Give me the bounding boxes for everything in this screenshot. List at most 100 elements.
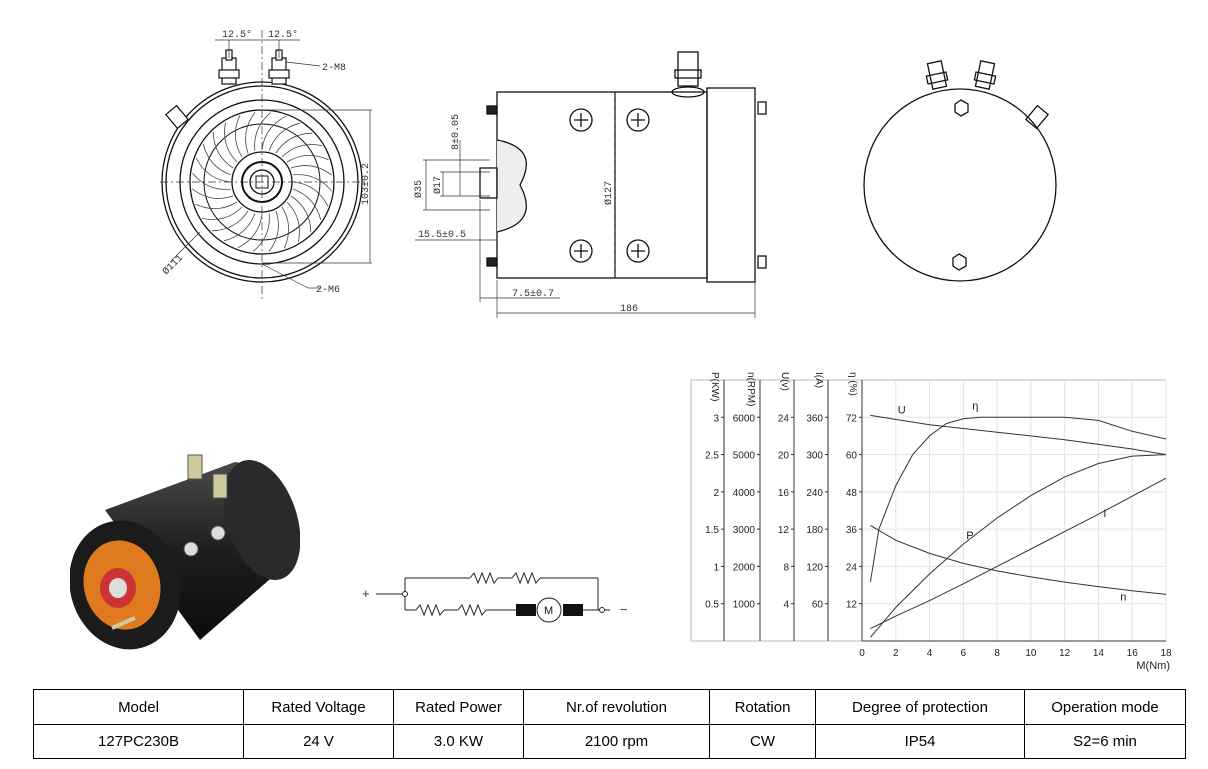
series-label-n: n <box>1120 592 1126 604</box>
angle-right-label: 12.5° <box>268 29 298 41</box>
fan-blade <box>202 206 243 220</box>
header-operation-mode: Operation mode <box>1024 689 1186 725</box>
y-tick-label: 36 <box>846 525 858 536</box>
y-tick-label: 20 <box>778 451 790 462</box>
y-tick-label: 48 <box>846 488 858 499</box>
fan-blade <box>235 115 243 158</box>
fan-blade <box>195 201 238 209</box>
y-tick-label: 3 <box>713 413 719 424</box>
y-tick-label: 120 <box>806 562 823 573</box>
series-line-I <box>870 477 1167 630</box>
y-axis-label: U(v) <box>779 372 790 391</box>
y-axis-label: n(RPM) <box>745 372 756 406</box>
x-tick-label: 14 <box>1093 648 1105 659</box>
dim-15-5-label: 15.5±0.5 <box>418 230 466 241</box>
y-tick-label: 6000 <box>733 413 756 424</box>
y-tick-label: 72 <box>846 413 858 424</box>
y-tick-label: 300 <box>806 451 823 462</box>
y-tick-label: 2 <box>713 488 719 499</box>
fan-blade <box>223 213 256 242</box>
x-axis-label: M(Nm) <box>1136 660 1170 672</box>
cell-model: 127PC230B <box>33 724 244 759</box>
rear-view-drawing <box>863 60 1057 282</box>
fan-blade <box>192 188 234 199</box>
fan-blade <box>290 195 312 233</box>
x-tick-label: 2 <box>893 648 899 659</box>
x-tick-label: 0 <box>859 648 865 659</box>
header-rotation: Rotation <box>709 689 816 725</box>
table-row: 127PC230B 24 V 3.0 KW 2100 rpm CW IP54 S… <box>33 724 1186 759</box>
cell-rated-voltage: 24 V <box>243 724 394 759</box>
y-tick-label: 1000 <box>733 600 756 611</box>
terminal-thread-label: 2-M8 <box>322 63 346 74</box>
y-tick-label: 60 <box>846 451 858 462</box>
cell-rated-power: 3.0 KW <box>393 724 524 759</box>
x-tick-label: 10 <box>1025 648 1037 659</box>
series-line-P <box>870 454 1167 638</box>
side-view-drawing: 8±0.05 Ø35 Ø17 15.5±0.5 Ø127 7.5±0.7 186 <box>413 51 767 318</box>
fan-blade <box>261 115 287 151</box>
fan-blade <box>286 201 300 242</box>
x-tick-label: 18 <box>1160 648 1172 659</box>
fan-blade <box>281 144 322 158</box>
fan-blade <box>237 213 263 249</box>
fan-blade <box>245 112 256 154</box>
series-line-n <box>870 524 1167 595</box>
mount-thread-label: 2-M6 <box>316 285 340 296</box>
fan-blade <box>252 213 270 252</box>
cell-operation-mode: S2=6 min <box>1024 724 1186 759</box>
y-axis-label: P(KW) <box>709 372 720 401</box>
series-label-U: U <box>898 404 906 416</box>
fan-blade <box>192 172 231 190</box>
y-tick-label: 240 <box>806 488 823 499</box>
x-tick-label: 4 <box>927 648 933 659</box>
series-line-η <box>869 416 1167 583</box>
y-tick-label: 5000 <box>733 451 756 462</box>
schematic-minus: − <box>620 602 628 617</box>
cell-protection: IP54 <box>815 724 1025 759</box>
header-rated-power: Rated Power <box>393 689 524 725</box>
dia-35-label: Ø35 <box>413 180 425 198</box>
motor-photo <box>70 454 300 650</box>
y-tick-label: 12 <box>846 600 858 611</box>
header-revolution: Nr.of revolution <box>523 689 710 725</box>
header-protection: Degree of protection <box>815 689 1025 725</box>
wiring-schematic: + − M <box>362 571 628 623</box>
y-axis-label: η (%) <box>847 372 858 396</box>
header-model: Model <box>33 689 244 725</box>
chart-frame <box>690 379 1167 642</box>
series-label-I: I <box>1103 508 1106 520</box>
y-tick-label: 16 <box>778 488 790 499</box>
y-tick-label: 0.5 <box>705 600 719 611</box>
y-tick-label: 8 <box>783 562 789 573</box>
schematic-motor-label: M <box>544 605 553 617</box>
x-tick-label: 6 <box>961 648 967 659</box>
fan-blade <box>293 181 329 207</box>
fan-blade <box>195 157 231 183</box>
y-tick-label: 180 <box>806 525 823 536</box>
fan-blade <box>224 122 238 163</box>
y-tick-label: 2000 <box>733 562 756 573</box>
fan-blade <box>212 131 234 169</box>
series-label-P: P <box>966 530 973 542</box>
x-tick-label: 12 <box>1059 648 1071 659</box>
fan-blade <box>268 122 301 151</box>
y-tick-label: 60 <box>812 600 824 611</box>
cell-rotation: CW <box>709 724 816 759</box>
y-tick-label: 1 <box>713 562 719 573</box>
cell-revolution: 2100 rpm <box>523 724 710 759</box>
y-tick-label: 360 <box>806 413 823 424</box>
fan-blade <box>293 174 332 192</box>
fan-blade <box>211 210 249 232</box>
y-tick-label: 1.5 <box>705 525 719 536</box>
series-line-U <box>870 414 1167 456</box>
fan-blade <box>290 165 332 176</box>
y-tick-label: 3000 <box>733 525 756 536</box>
dia-17-label: Ø17 <box>432 176 444 194</box>
table-header-row: Model Rated Voltage Rated Power Nr.of re… <box>33 689 1186 725</box>
y-tick-label: 4 <box>783 600 789 611</box>
dim-8-label: 8±0.05 <box>451 114 462 150</box>
schematic-plus: + <box>362 586 370 601</box>
y-axis-label: I(A) <box>813 372 824 388</box>
